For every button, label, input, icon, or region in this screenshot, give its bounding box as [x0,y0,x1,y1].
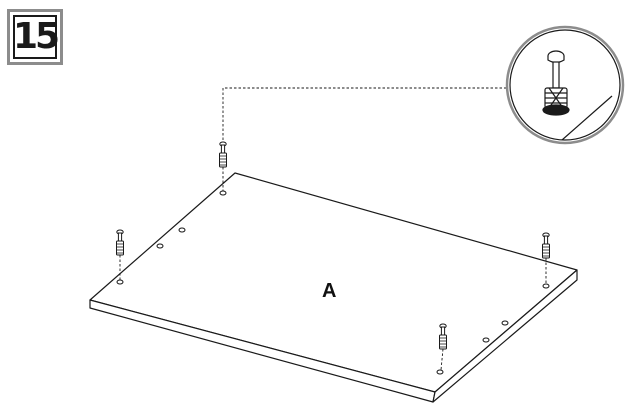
fastener-front [439,323,447,371]
cam-bolt-icon [116,229,124,256]
fastener-back [219,141,227,191]
panel-a [89,172,578,403]
step-number-badge: 15 [7,9,63,65]
hole [178,227,186,233]
cam-bolt-icon [439,323,447,350]
magnifier-callout-icon [505,25,625,145]
step-number: 15 [12,15,60,59]
callout-leader [222,87,507,140]
hole [501,320,509,326]
hole [482,337,490,343]
panel-a-label: A [322,280,337,302]
cam-bolt-icon [542,232,550,259]
panel-front-right-edge [432,269,578,403]
guide-line [440,348,444,371]
hole [542,283,550,289]
hole [116,279,124,285]
hole [219,190,227,196]
cam-bolt-icon [219,141,227,168]
hole [156,243,164,249]
hole [436,369,444,375]
